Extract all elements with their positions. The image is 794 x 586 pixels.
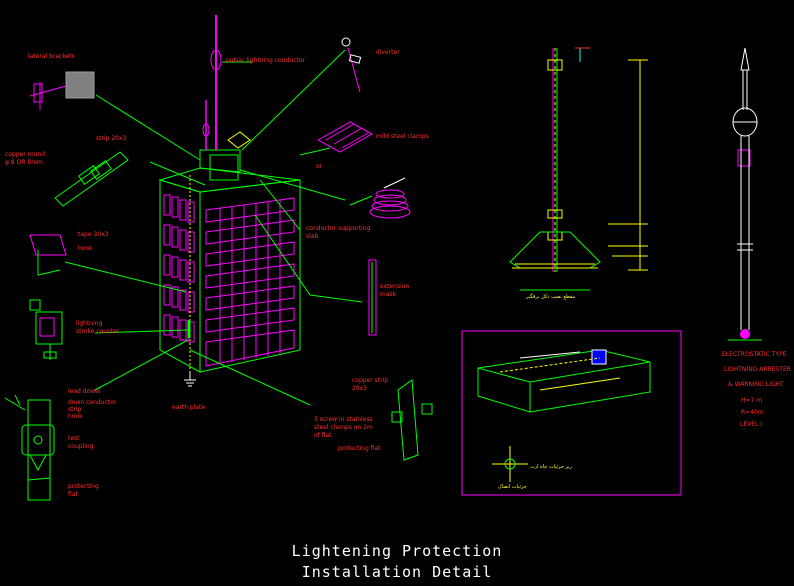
pulsar-info-6: LEVEL I [740, 421, 762, 428]
label-lightning: lightning [76, 320, 103, 327]
label-earth-plate: earth plate [172, 404, 205, 411]
label-diverter: diverter [376, 49, 400, 56]
pulsar-info-2: LIGHTNING ARRESTER [724, 366, 791, 373]
label-pulsar-conductor: pulsar lightning conductor [226, 57, 305, 64]
label-mild-steel-clamps: mild steel clamps [376, 133, 429, 140]
extension-mask-detail [368, 259, 377, 336]
label-copper-strip: copper strip [352, 377, 388, 384]
label-conductor-supporting: conductor supporting [306, 225, 371, 232]
label-flat: flat [68, 491, 78, 498]
pit-caption-2: جزئیات اتصال [498, 484, 527, 490]
label-coupling: coupling [68, 443, 94, 450]
label-screws-2: steel clamps on 2m [314, 424, 373, 431]
mast-caption: مقطع نصب دکل برقگیر [525, 293, 576, 300]
pulsar-info-5: R=40m [741, 409, 764, 416]
label-strip2: strip [68, 406, 82, 413]
label-or: or [316, 163, 323, 170]
label-hook2: hook [68, 413, 83, 420]
tape-hook-detail [29, 234, 67, 276]
label-mask: mask [380, 291, 397, 298]
pulsar-elevation [728, 47, 762, 341]
building [158, 15, 301, 387]
label-lead-dowel: lead dowel [68, 388, 101, 395]
label-protecting: protecting [68, 483, 99, 490]
label-screws-1: 3 screw in stainless [314, 416, 373, 423]
strip-clamp-detail [54, 151, 129, 207]
mild-steel-clamp-detail [316, 121, 374, 153]
stroke-counter-detail [29, 299, 63, 360]
diverter-detail [341, 37, 362, 93]
label-protecting-flat: protecting flat [338, 445, 381, 452]
coil-detail [349, 177, 411, 219]
label-lateral-brackets: lateral brackets [28, 53, 75, 60]
title-line-2: Installation Detail [302, 563, 493, 581]
title-line-1: Lightening Protection [292, 542, 503, 560]
lateral-bracket-detail [29, 71, 95, 110]
leader-lines [64, 49, 363, 406]
label-tape: tape 30x3 [78, 231, 109, 238]
pulsar-info-1: ELECTROSTATIC TYPE [722, 351, 787, 358]
label-down-conductor: down conductor [68, 399, 117, 406]
label-stroke-counter: stroke counter [76, 328, 120, 335]
mast-elevation [509, 47, 648, 291]
copper-strip-detail [391, 379, 433, 461]
label-extension: extension [380, 283, 409, 290]
label-copper-strip-dim: 20x3 [352, 385, 367, 392]
pulsar-info-4: H=7 m [741, 397, 762, 404]
label-screws-3: of flat [314, 432, 332, 439]
label-hook: hook [78, 245, 93, 252]
label-test: test [68, 435, 80, 442]
pit-detail [461, 330, 682, 496]
label-copper-round-dim: φ 8 OR 8mm [5, 159, 43, 166]
label-strip: strip 20x3 [96, 135, 127, 142]
test-coupling-detail [4, 394, 55, 501]
label-slab: slab [306, 233, 318, 240]
pulsar-info-3: & WARNING LIGHT [728, 381, 784, 388]
pit-caption: ریز جزئیات چاه ارت [530, 464, 573, 470]
label-copper-round: copper round [5, 151, 45, 158]
